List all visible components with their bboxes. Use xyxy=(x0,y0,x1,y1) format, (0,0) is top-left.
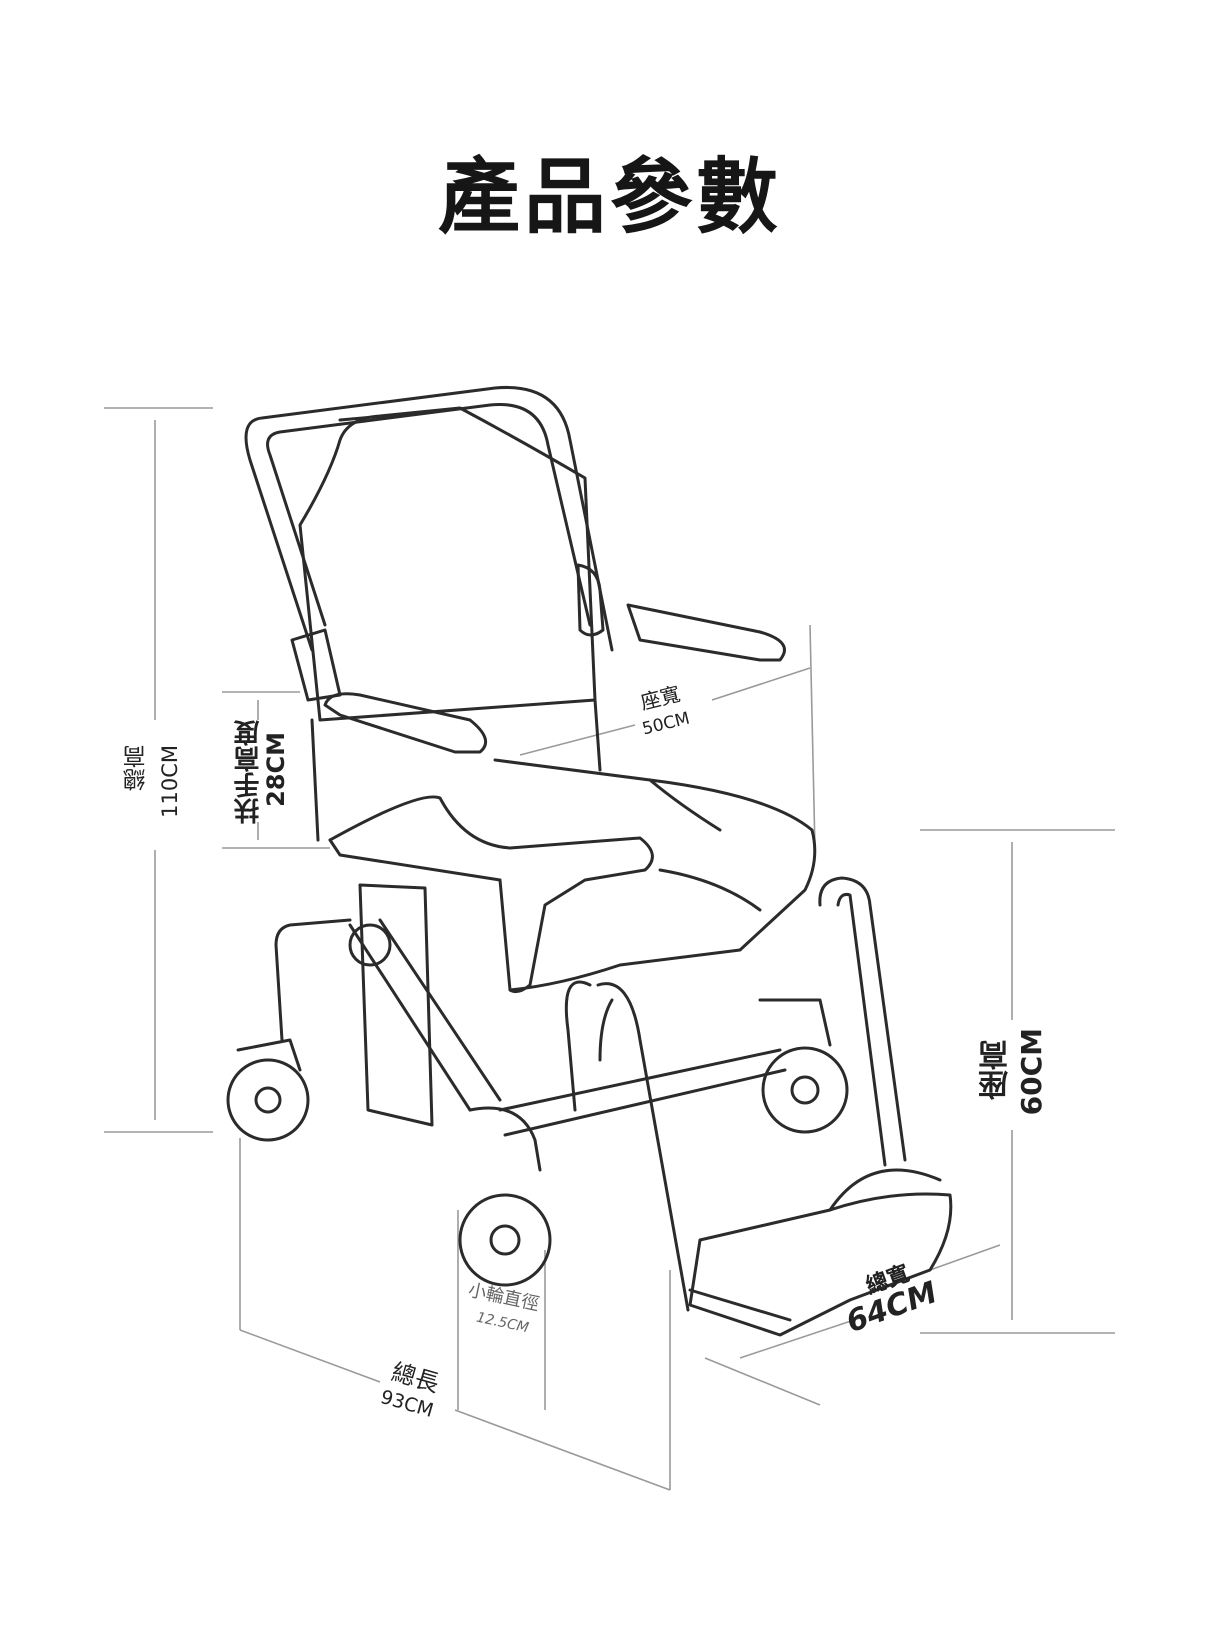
page-title: 產品參數 xyxy=(437,150,782,245)
armrest-height-value: 28CM xyxy=(262,732,290,807)
chair-outline xyxy=(226,385,953,1337)
total-height-value: 110CM xyxy=(158,745,182,818)
total-height-label: 總高 xyxy=(124,745,150,791)
seat-height-value: 60CM xyxy=(1015,1028,1048,1116)
seat-height-label: 座高 xyxy=(979,1040,1014,1100)
dimension-lines xyxy=(104,407,1115,1491)
